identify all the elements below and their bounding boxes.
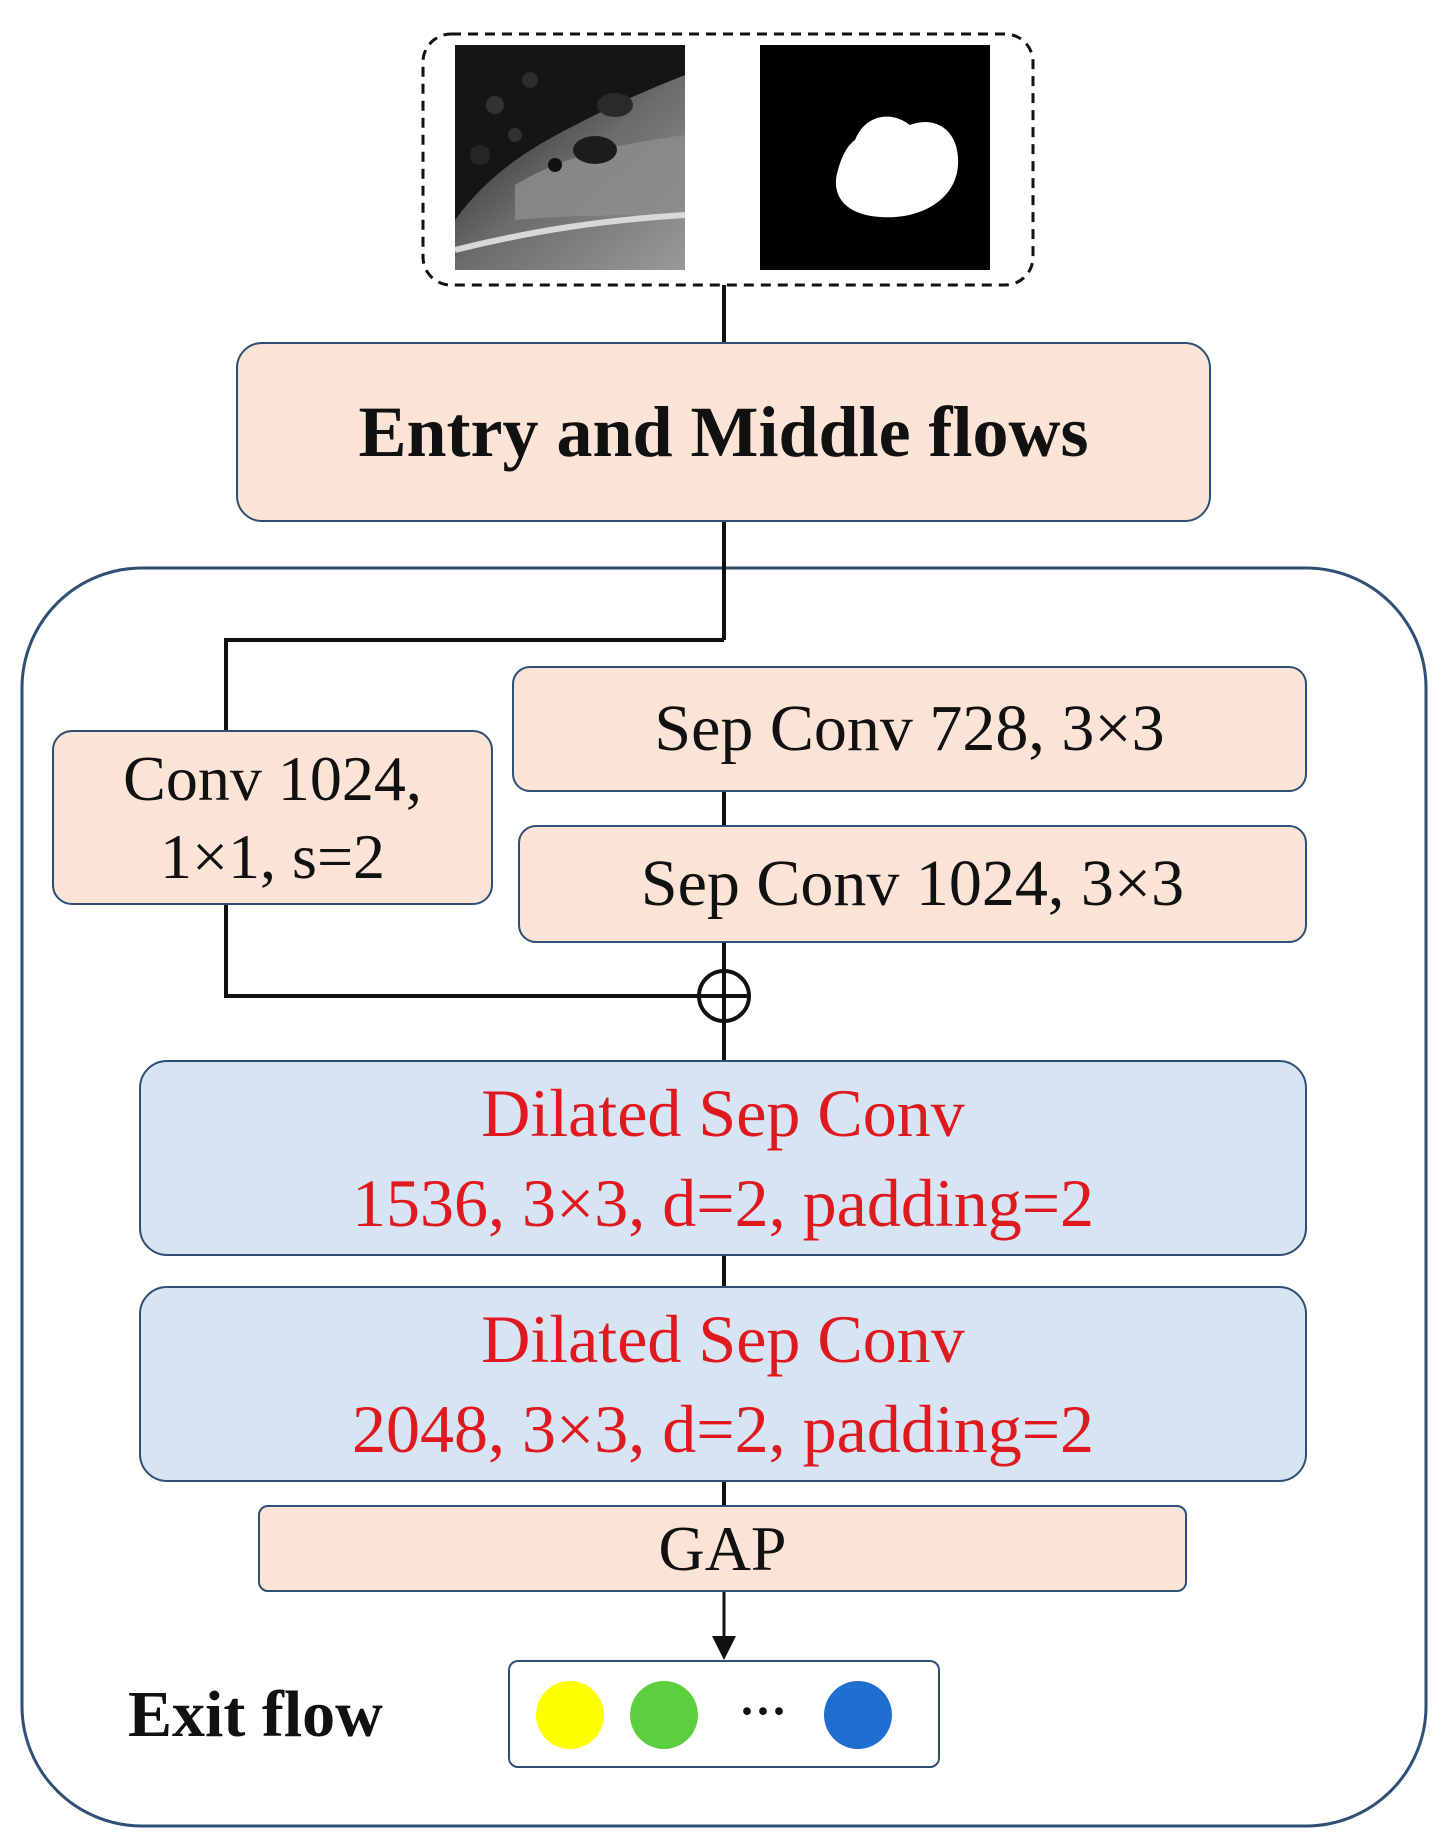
exit-flow-text: Exit flow	[128, 1678, 383, 1751]
conv-1024-label-line1: Conv 1024,	[123, 742, 422, 814]
gap-label: GAP	[658, 1512, 787, 1584]
mask-blob-icon	[835, 116, 959, 218]
class-dot-green	[630, 1681, 698, 1749]
input-frame	[421, 32, 1035, 287]
add-operation-icon	[697, 969, 751, 1023]
arrow-head-icon	[712, 1636, 736, 1660]
sepconv-728-block: Sep Conv 728, 3×3	[512, 666, 1307, 792]
ellipsis-label: ···	[738, 1684, 788, 1738]
class-dot-blue	[824, 1681, 892, 1749]
gap-block: GAP	[258, 1505, 1187, 1592]
dilated-1536-label-line1: Dilated Sep Conv	[481, 1075, 965, 1151]
dilated-2048-label-line1: Dilated Sep Conv	[481, 1301, 965, 1377]
entry-middle-label: Entry and Middle flows	[358, 391, 1089, 472]
ct-slice-icon	[455, 45, 685, 270]
exit-flow-label: Exit flow	[128, 1670, 383, 1760]
segmentation-mask-image	[760, 45, 990, 270]
entry-middle-flows-block: Entry and Middle flows	[236, 342, 1211, 522]
sepconv-1024-block: Sep Conv 1024, 3×3	[518, 825, 1307, 943]
dilated-sepconv-2048-block: Dilated Sep Conv 2048, 3×3, d=2, padding…	[139, 1286, 1307, 1482]
conv-1024-label-line2: 1×1, s=2	[159, 820, 386, 892]
sepconv-728-label: Sep Conv 728, 3×3	[654, 692, 1165, 765]
dilated-1536-label-line2: 1536, 3×3, d=2, padding=2	[351, 1165, 1095, 1241]
ct-slice-image	[455, 45, 685, 270]
conv-1024-skip-block: Conv 1024, 1×1, s=2	[52, 730, 493, 905]
class-dot-yellow	[536, 1681, 604, 1749]
output-classes-box: ···	[508, 1660, 940, 1768]
dilated-2048-label-line2: 2048, 3×3, d=2, padding=2	[351, 1391, 1095, 1467]
sepconv-1024-label: Sep Conv 1024, 3×3	[640, 847, 1185, 920]
dilated-sepconv-1536-block: Dilated Sep Conv 1536, 3×3, d=2, padding…	[139, 1060, 1307, 1256]
ellipsis-text: ···	[728, 1676, 798, 1746]
